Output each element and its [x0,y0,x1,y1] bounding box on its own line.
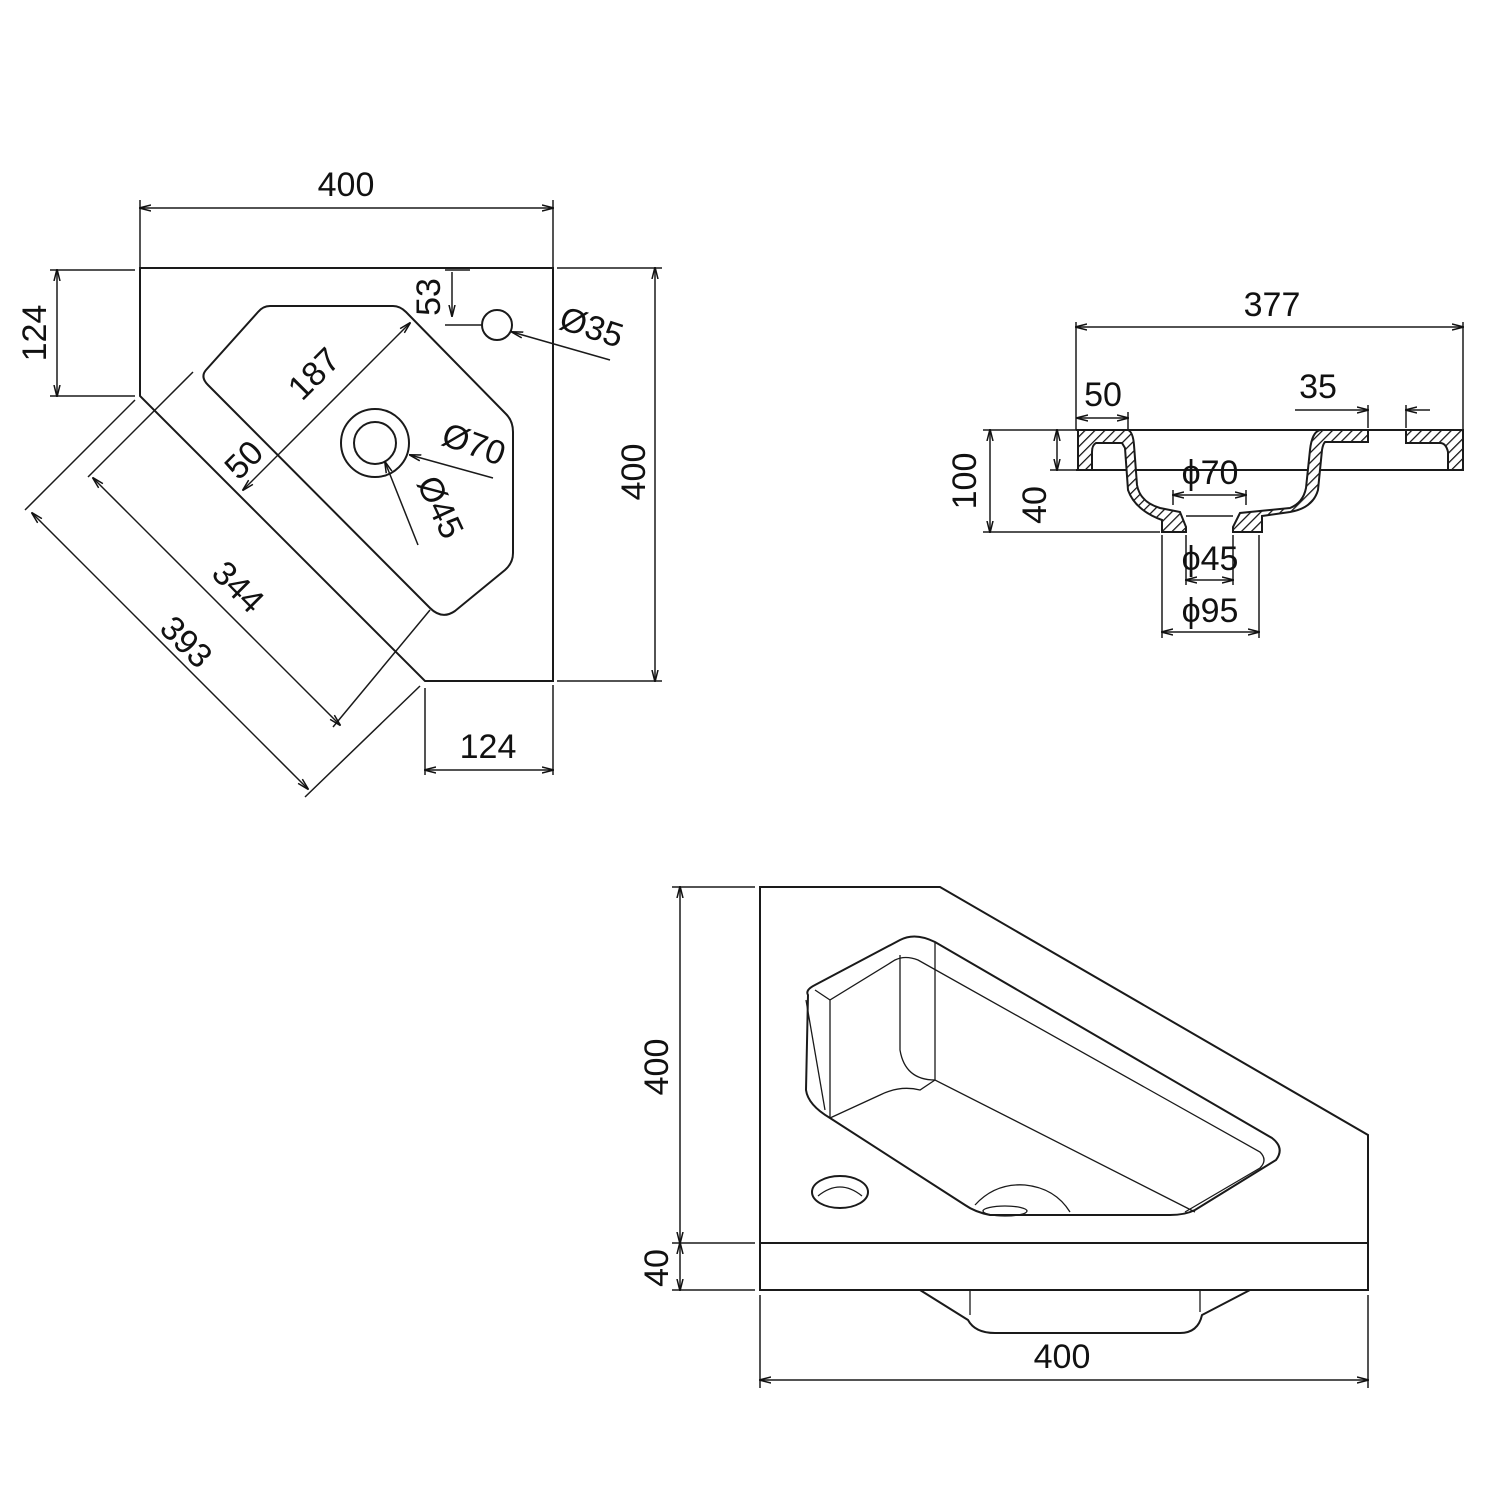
dim-perspective-width: 400 [1034,1338,1091,1376]
dim-perspective-slab: 40 [638,1249,676,1287]
dim-section-drain-hole: ϕ45 [1182,540,1239,578]
dim-section-drain-top: ϕ70 [1182,454,1239,492]
dim-section-width: 377 [1244,286,1301,324]
dim-section-slab: 40 [1016,486,1054,524]
countertop-outline [139,267,554,682]
dim-perspective-height: 400 [638,1039,676,1096]
perspective-tap-hole [811,1175,869,1209]
dim-basin-width: 187 [281,341,348,408]
dim-section-height: 100 [946,453,984,510]
dim-drain-inner: Ø45 [409,470,471,544]
drain-inner-circle [353,421,397,465]
top-view: 400 124 400 124 53 Ø35 Ø70 Ø45 187 50 [16,166,662,798]
dim-depth: 400 [615,444,653,501]
section-view: 377 50 35 100 40 ϕ70 ϕ45 ϕ95 [946,286,1464,638]
basin-outline [202,305,514,616]
dim-section-drain-outer: ϕ95 [1182,592,1239,630]
dim-section-rim: 50 [1084,376,1122,414]
dim-width: 400 [318,166,375,204]
dim-tap-offset: 53 [410,278,448,316]
dim-front-length: 393 [152,609,219,676]
dim-basin-length: 344 [204,554,271,621]
drain-outer-circle [340,408,410,478]
perspective-view: 400 40 400 [638,886,1369,1388]
dim-left-return: 124 [16,305,54,362]
tap-hole [481,309,513,341]
dim-bottom-return: 124 [460,728,517,766]
dim-section-tap-hole: 35 [1299,368,1337,406]
